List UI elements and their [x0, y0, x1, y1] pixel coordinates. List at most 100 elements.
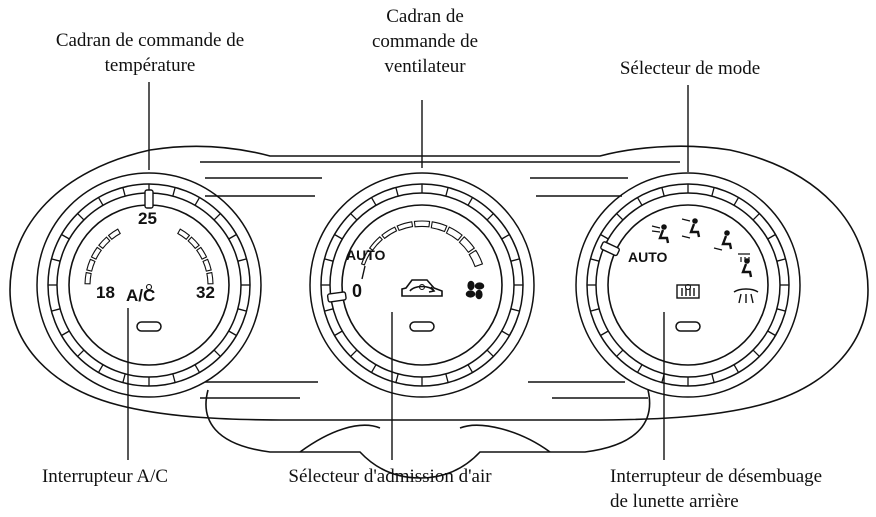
caption-air-intake: Sélecteur d'admission d'air [288, 466, 492, 487]
knurl-notch [767, 233, 776, 240]
knurl-notch [334, 330, 343, 337]
temp-scale-segment [177, 228, 191, 241]
person-head [692, 218, 698, 224]
auto-tick [361, 265, 366, 280]
knurl-notch [733, 197, 740, 206]
recirculation-icon [401, 279, 443, 297]
defrost-lines [738, 293, 754, 304]
knurl-notch [122, 187, 126, 197]
person-body [741, 263, 753, 278]
knurl-notch [486, 349, 494, 357]
knurl-notch [213, 349, 221, 357]
knurl-notch [467, 197, 474, 206]
knurl-notch [61, 233, 70, 240]
knurl-notch [324, 258, 334, 262]
knurl-notch [486, 213, 494, 221]
floor-defrost-icon [738, 253, 753, 278]
caption-mode-selector: Sélecteur de mode [619, 58, 761, 79]
mode-auto-label: AUTO [628, 249, 668, 265]
temp-min-label: 18 [96, 283, 115, 302]
temp-scale-segment [187, 236, 200, 250]
knurl-notch [395, 373, 399, 383]
temp-mid-label: 25 [138, 209, 157, 228]
knurl-notch [350, 213, 358, 221]
knurl-notch [636, 364, 643, 373]
dial-push-button[interactable] [675, 321, 701, 332]
knurl-notch [97, 364, 104, 373]
knurl-notch [600, 330, 609, 337]
temp-scale-segment [206, 271, 214, 285]
ac-button-label: A/C [126, 286, 155, 305]
fan-speed-segment [468, 249, 484, 268]
bi-level-icon [681, 218, 701, 239]
knurl-notch [237, 308, 247, 312]
fan-blade [465, 290, 476, 298]
knurl-notch [636, 197, 643, 206]
knurl-notch [616, 213, 624, 221]
knurl-notch [324, 308, 334, 312]
dial-outer-ring [575, 172, 801, 398]
airflow-arrow [681, 218, 691, 239]
fan-speed-segment [430, 221, 448, 233]
mode-dial[interactable] [575, 172, 801, 398]
caption-temp-dial: Cadran de commande de température [55, 30, 245, 76]
knurl-notch [122, 373, 126, 383]
knurl-notch [711, 373, 715, 383]
windshield-arc [733, 288, 759, 293]
fan-speed-segment [413, 220, 431, 228]
knurl-notch [600, 233, 609, 240]
knurl-notch [237, 258, 247, 262]
fan-blade [475, 289, 483, 300]
knurl-notch [61, 330, 70, 337]
dial-pointer [144, 189, 154, 209]
panel-housing [9, 145, 869, 421]
bridge-top-right [530, 177, 628, 197]
dial-pointer [600, 241, 620, 257]
knurl-notch [661, 187, 665, 197]
knurl-notch [445, 187, 449, 197]
base-plate [205, 389, 651, 479]
dial-push-button[interactable] [136, 321, 162, 332]
floor-icon [713, 230, 733, 251]
knurl-notch [767, 330, 776, 337]
temp-scale-segment [86, 258, 96, 272]
fan-blade [467, 280, 475, 291]
indicator-lamp [145, 283, 153, 291]
knurl-notch [395, 187, 399, 197]
airflow-arrow [651, 225, 661, 233]
rear-window-frame [676, 284, 700, 299]
fan-dial[interactable] [309, 172, 535, 398]
person-body [721, 235, 733, 250]
temperature-dial[interactable] [36, 172, 262, 398]
windshield-defrost-icon [733, 288, 759, 304]
knurl-notch [590, 308, 600, 312]
knurl-notch [334, 233, 343, 240]
knurl-notch [616, 349, 624, 357]
fan-off-label: 0 [352, 281, 362, 301]
base-plate-inner [299, 424, 551, 453]
knurl-notch [501, 330, 510, 337]
defrost-lines [738, 253, 750, 262]
dial-push-button[interactable] [409, 321, 435, 332]
temp-scale-segment [90, 246, 103, 260]
knurl-notch [711, 187, 715, 197]
bridge-top-left [205, 177, 322, 197]
knurl-notch [510, 258, 520, 262]
fan-hub [473, 288, 477, 292]
knurl-notch [213, 213, 221, 221]
temp-scale-segment [202, 258, 212, 272]
bridge-bottom-left [200, 381, 318, 399]
knurl-notch [194, 197, 201, 206]
temp-scale-segment [107, 228, 121, 241]
knurl-notch [733, 364, 740, 373]
knurl-notch [510, 308, 520, 312]
knurl-notch [97, 197, 104, 206]
knurl-notch [194, 364, 201, 373]
knurl-notch [172, 187, 176, 197]
knurl-notch [776, 308, 786, 312]
temp-scale-segment [84, 271, 92, 285]
temp-max-label: 32 [196, 283, 215, 302]
knurl-notch [51, 258, 61, 262]
